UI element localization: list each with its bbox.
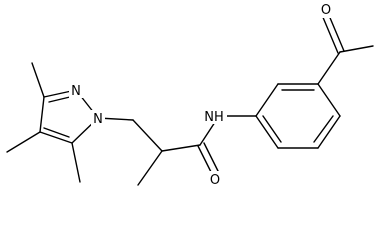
bond-c4-methyl (6, 131, 41, 153)
bond-ch-methyl (137, 150, 163, 186)
molecule-canvas: N N NH O O (6, 2, 374, 188)
n2-atom-label: N (71, 84, 81, 99)
atom-labels: N N NH O O (69, 2, 333, 188)
structure-svg: N N NH O O (6, 2, 374, 188)
n1-atom-label: N (93, 112, 103, 127)
bond-c4-c3 (39, 96, 45, 133)
ketone-oxygen-label: O (321, 3, 331, 18)
bond-co-double-1 (197, 145, 213, 175)
bond-c5-c4-double (43, 127, 70, 138)
bond-acetyl-methyl (339, 45, 374, 53)
bond-aryl-acetyl (317, 51, 341, 85)
bond-ch-carbonyl (161, 144, 201, 152)
bond-c5-c4 (39, 131, 73, 144)
bond-ar-4-inner (313, 115, 334, 143)
propanamide-chain (97, 115, 220, 186)
bond-ar-3 (317, 83, 341, 117)
bond-acetyl-co-2 (327, 12, 345, 52)
nh-atom-label: NH (204, 110, 224, 125)
acetyl-group (317, 12, 374, 85)
bond-ar-6-inner (262, 115, 282, 143)
bond-co-double-2 (203, 142, 219, 172)
bond-ar-6 (255, 115, 279, 149)
bond-c3-methyl (31, 62, 45, 98)
bond-acetyl-co-1 (321, 14, 339, 54)
bond-ar-1 (255, 83, 279, 117)
ring-methyls (6, 62, 81, 183)
phenyl-ring (218, 83, 341, 149)
amide-oxygen-label: O (210, 173, 220, 188)
bond-ch2-ch (132, 119, 163, 152)
bond-ar-4 (317, 115, 341, 149)
bond-c5-methyl (71, 142, 81, 183)
